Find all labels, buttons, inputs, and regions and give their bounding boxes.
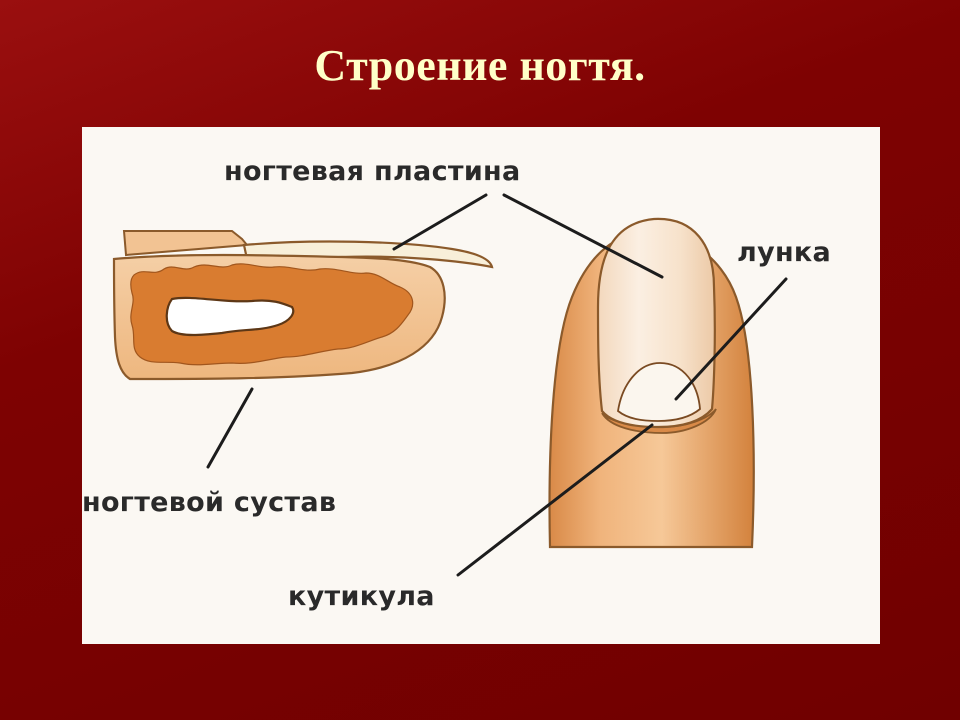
label-cuticle: кутикула bbox=[288, 581, 435, 612]
pointer-lines bbox=[206, 193, 788, 577]
slide-title: Строение ногтя. bbox=[314, 41, 646, 90]
label-nail-joint: ногтевой сустав bbox=[82, 487, 337, 518]
pointer-cuticle bbox=[456, 423, 654, 577]
side-bone bbox=[165, 296, 295, 337]
label-nail-plate: ногтевая пластина bbox=[224, 156, 521, 187]
front-lunula bbox=[617, 362, 701, 422]
label-lunula: лунка bbox=[737, 237, 832, 268]
side-cuticle-fold bbox=[122, 230, 250, 257]
pointer-nail-plate-side bbox=[392, 193, 488, 251]
finger-front-view bbox=[548, 217, 755, 549]
nail-diagram bbox=[112, 193, 788, 577]
pointer-nail-joint bbox=[206, 387, 254, 469]
pointer-nail-plate-front bbox=[502, 193, 664, 279]
diagram-panel: ногтевая пластина лунка ногтевой сустав … bbox=[82, 127, 880, 644]
pointer-lunula bbox=[674, 277, 788, 401]
finger-side-view bbox=[112, 230, 494, 381]
